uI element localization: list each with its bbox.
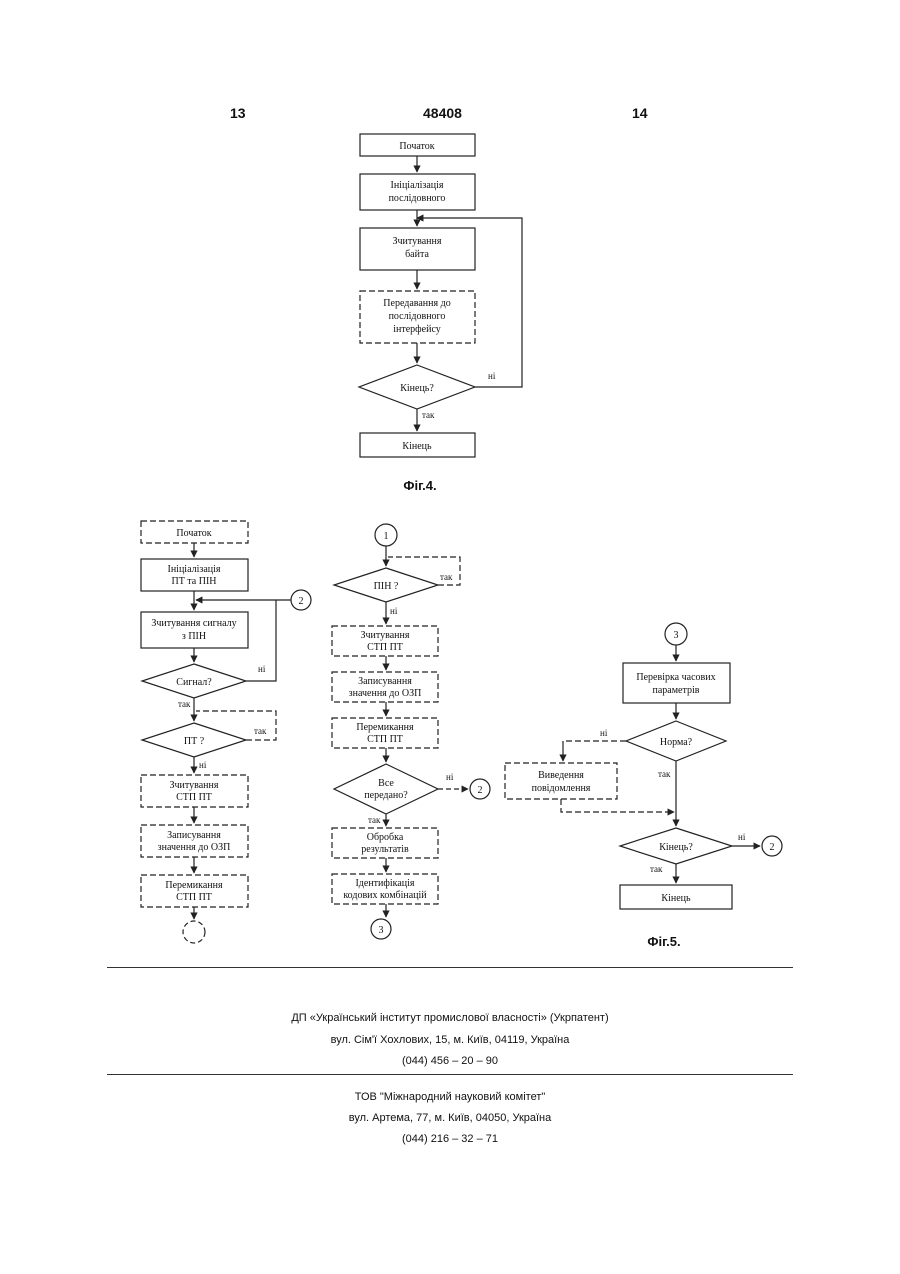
fig5-middle-switch-stp-line2: СТП ПТ — [367, 734, 403, 745]
fig5-left-pt-no: ні — [199, 760, 207, 770]
fig4-decision-label: Кінець? — [400, 383, 434, 394]
fig4-no-label: ні — [488, 371, 496, 381]
footer-org1-phone: (044) 456 – 20 – 90 — [0, 1055, 900, 1067]
fig4-flowchart: Початок Ініціалізація послідовного Зчиту… — [359, 134, 522, 493]
flowcharts: Початок Ініціалізація послідовного Зчиту… — [0, 0, 900, 1000]
fig5-left-init-line2: ПТ та ПІН — [171, 576, 216, 587]
footer-org2-name: ТОВ "Міжнародний науковий комітет" — [0, 1091, 900, 1103]
fig5-right-check-line1: Перевірка часових — [636, 672, 715, 683]
fig5-middle-pin-label: ПІН ? — [374, 581, 399, 592]
fig5-right-message-line1: Виведення — [538, 770, 584, 781]
fig5-middle-flowchart: 1 ПІН ? так ні Зчитування СТП ПТ Записув… — [332, 524, 490, 939]
fig4-read-line1: Зчитування — [393, 236, 442, 247]
fig5-right-check-line2: параметрів — [653, 685, 700, 696]
fig5-left-read-signal-line1: Зчитування сигналу — [151, 618, 236, 629]
fig5-right-check-box — [623, 663, 730, 703]
fig5-middle-write-ozp-line2: значення до ОЗП — [349, 688, 422, 699]
fig5-left-start-label: Початок — [176, 528, 211, 539]
footer-org2-address: вул. Артема, 77, м. Київ, 04050, Україна — [0, 1112, 900, 1124]
fig5-middle-write-ozp-line1: Записування — [358, 676, 412, 687]
fig5-left-read-stp-line2: СТП ПТ — [176, 792, 212, 803]
fig5-left-pt-label: ПТ ? — [184, 736, 205, 747]
fig5-middle-pin-yes: так — [440, 572, 453, 582]
fig5-left-signal-no: ні — [258, 664, 266, 674]
fig5-right-message-line2: повідомлення — [532, 783, 591, 794]
footer-divider-top — [107, 967, 793, 968]
fig5-middle-identify-line1: Ідентифікація — [355, 878, 414, 889]
fig5-left-transfer-stp-line2: СТП ПТ — [176, 892, 212, 903]
fig5-left-write-ozp-line2: значення до ОЗП — [158, 842, 231, 853]
fig5-left-init-line1: Ініціалізація — [167, 564, 220, 575]
fig5-left-connector-2-label: 2 — [299, 596, 304, 607]
fig5-middle-switch-stp-line1: Перемикання — [356, 722, 414, 733]
fig5-right-end-no: ні — [738, 832, 746, 842]
fig5-middle-connector-2-label: 2 — [478, 785, 483, 796]
fig4-end-label: Кінець — [402, 441, 432, 452]
fig5-middle-identify-line2: кодових комбінацій — [343, 890, 427, 901]
fig5-middle-connector-3-label: 3 — [379, 925, 384, 936]
fig5-middle-process-line1: Обробка — [367, 832, 404, 843]
fig5-left-signal-label: Сигнал? — [176, 677, 212, 688]
fig4-init-line1: Ініціалізація — [390, 180, 443, 191]
fig5-middle-all-line1: Все — [378, 778, 394, 789]
fig5-right-connector-3-label: 3 — [674, 630, 679, 641]
fig5-middle-all-line2: передано? — [364, 790, 408, 801]
footer-org1-address: вул. Сім'ї Хохлових, 15, м. Київ, 04119,… — [0, 1034, 900, 1046]
fig5-left-signal-yes: так — [178, 699, 191, 709]
fig4-read-line2: байта — [405, 249, 429, 260]
fig5-left-connector-end — [183, 921, 205, 943]
fig5-right-norm-yes: так — [658, 769, 671, 779]
fig5-middle-read-stp-line1: Зчитування — [361, 630, 410, 641]
fig5-right-end-yes: так — [650, 864, 663, 874]
fig5-right-norm-no: ні — [600, 728, 608, 738]
fig5-right-end-label: Кінець? — [659, 842, 693, 853]
fig4-transfer-line2: послідовного — [389, 311, 446, 322]
fig5-left-read-signal-line2: з ПІН — [182, 631, 206, 642]
footer-org1-name: ДП «Український інститут промислової вла… — [0, 1012, 900, 1024]
fig5-left-write-ozp-line1: Записування — [167, 830, 221, 841]
fig5-middle-pin-no: ні — [390, 606, 398, 616]
fig4-yes-label: так — [422, 410, 435, 420]
fig5-middle-all-no: ні — [446, 772, 454, 782]
fig5-left-pt-yes: так — [254, 726, 267, 736]
fig5-left-transfer-stp-line1: Перемикання — [165, 880, 223, 891]
fig5-middle-all-yes: так — [368, 815, 381, 825]
fig4-start-label: Початок — [399, 141, 434, 152]
fig5-right-flowchart: 3 Перевірка часових параметрів Норма? ні… — [505, 623, 782, 949]
fig5-right-connector-2-label: 2 — [770, 842, 775, 853]
fig5-right-end-box-label: Кінець — [661, 893, 691, 904]
fig5-left-read-stp-line1: Зчитування — [170, 780, 219, 791]
fig5-middle-all-decision — [334, 764, 438, 814]
fig5-middle-connector-1-label: 1 — [384, 531, 389, 542]
footer-org2-phone: (044) 216 – 32 – 71 — [0, 1133, 900, 1145]
fig4-init-line2: послідовного — [389, 193, 446, 204]
fig5-left-flowchart: Початок Ініціалізація ПТ та ПІН 2 Зчитув… — [141, 521, 311, 943]
fig5-middle-read-stp-line2: СТП ПТ — [367, 642, 403, 653]
fig5-right-norm-label: Норма? — [660, 737, 693, 748]
fig4-transfer-line3: інтерфейсу — [393, 324, 441, 335]
fig5-middle-process-line2: результатів — [361, 844, 409, 855]
fig4-caption: Фіг.4. — [403, 478, 436, 493]
fig4-transfer-line1: Передавання до — [383, 298, 450, 309]
footer-divider-bottom — [107, 1074, 793, 1075]
fig5-caption: Фіг.5. — [647, 934, 680, 949]
